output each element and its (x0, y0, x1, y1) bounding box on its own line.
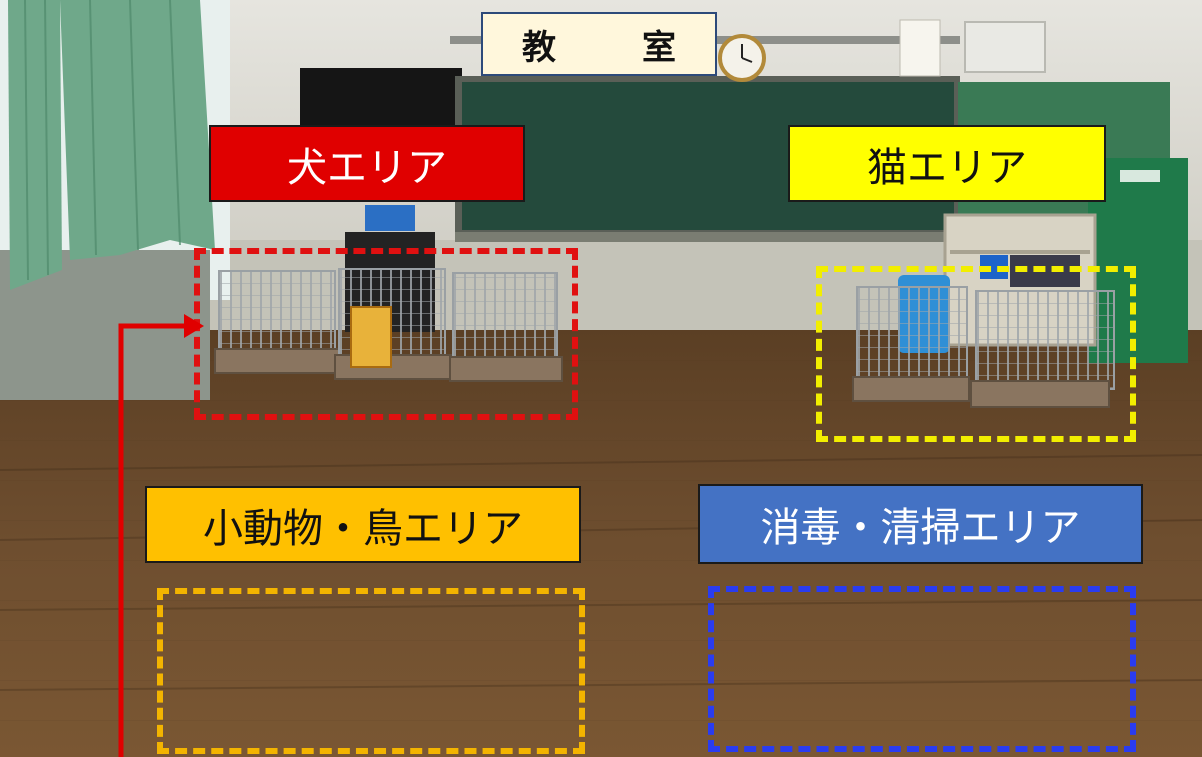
room-sign: 教 室 (481, 12, 717, 76)
small-animal-bird-area-label-text: 小動物・鳥エリア (203, 505, 523, 552)
chalk-tray (455, 232, 965, 242)
wall-notice (899, 19, 941, 77)
dog-cage-3-tray (449, 356, 563, 382)
cat-area-label: 猫エリア (788, 125, 1106, 202)
small-animal-bird-area-zone (157, 588, 585, 754)
dog-cage-1-tray (214, 348, 342, 374)
food-bag (350, 306, 392, 368)
projector (365, 205, 415, 231)
disinfection-cleaning-area-label-text: 消毒・清掃エリア (760, 505, 1081, 551)
cat-cage-2-tray (970, 380, 1110, 408)
disinfection-cleaning-area-zone (708, 586, 1136, 752)
dog-area-label-text: 犬エリア (287, 144, 447, 191)
cat-area-zone (816, 266, 1136, 442)
curtain (8, 0, 215, 290)
dog-area-label: 犬エリア (209, 125, 525, 202)
speaker-box (964, 21, 1046, 73)
cat-area-label-text: 猫エリア (867, 144, 1027, 191)
small-animal-bird-area-label: 小動物・鳥エリア (145, 486, 581, 563)
dog-area-zone (194, 248, 578, 420)
disinfection-cleaning-area-label: 消毒・清掃エリア (698, 484, 1143, 564)
cat-cage-1-tray (852, 376, 970, 402)
